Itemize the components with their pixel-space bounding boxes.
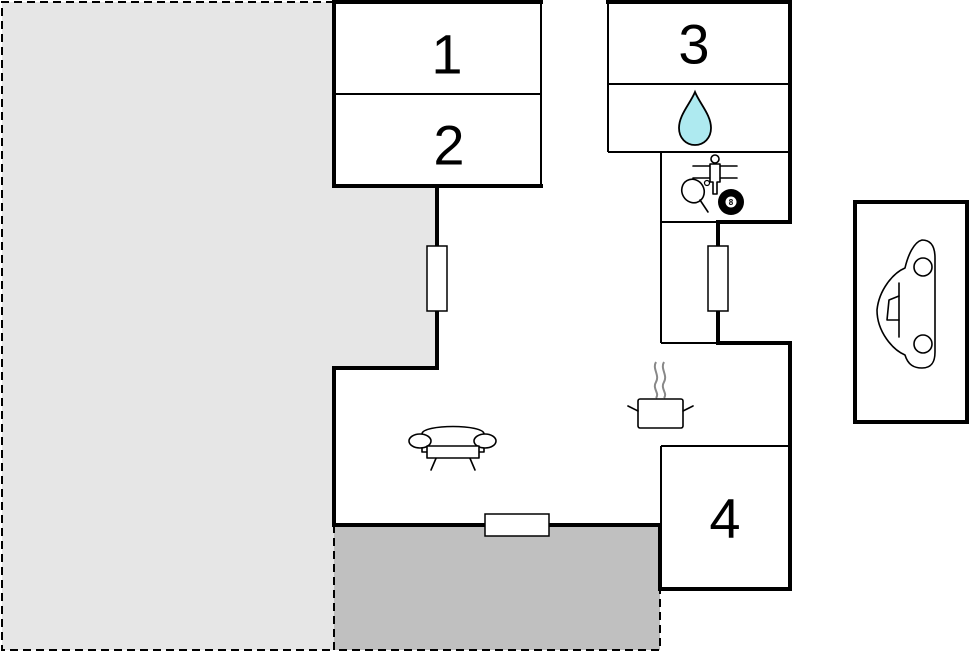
room-4-label: 4: [709, 487, 740, 550]
table-tennis-icon: [680, 178, 711, 213]
room-1-label: 1: [431, 23, 462, 86]
cooking-pot-icon: [627, 361, 694, 429]
terrace-area: [334, 525, 660, 650]
car-icon: [876, 239, 936, 369]
door-terrace: [484, 513, 550, 537]
sofa-icon: [408, 425, 497, 471]
garden-outline: [1, 1, 334, 651]
room-2-label: 2: [433, 114, 464, 177]
door-east: [707, 245, 729, 312]
billiard-ball-icon: 8: [718, 189, 744, 215]
room-3-label: 3: [678, 13, 709, 76]
table-football-icon: [692, 154, 738, 195]
water-drop-icon: [678, 89, 712, 146]
garden-area: [2, 2, 437, 650]
billiard-ball-number: 8: [729, 198, 734, 207]
door-west: [426, 245, 448, 312]
